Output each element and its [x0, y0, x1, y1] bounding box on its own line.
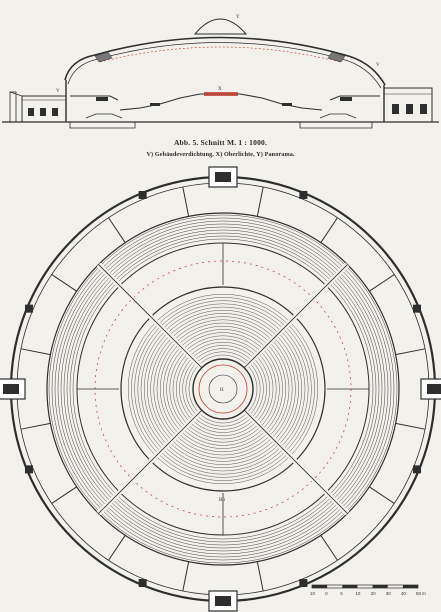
annex-left — [21, 95, 67, 123]
panorama-platform — [204, 92, 238, 96]
perimeter-stair — [413, 304, 422, 313]
arena-seat-row — [185, 351, 261, 427]
room-divider — [51, 274, 77, 292]
perimeter-stair — [24, 465, 33, 474]
arena-seat-row — [156, 322, 290, 456]
perimeter-stair — [299, 190, 308, 199]
arena-seat-row — [188, 354, 258, 424]
figure-caption-title: Abb. 5. Schnitt M. 1 : 1000. — [173, 138, 268, 147]
label-v-right: V — [376, 63, 380, 68]
arena-seat-row — [140, 306, 306, 472]
perimeter-stair — [138, 579, 147, 588]
gallery-seat-row — [69, 235, 377, 543]
aisle-line — [98, 407, 205, 514]
room-ring-boundary — [46, 212, 400, 566]
roof-red-lining — [99, 46, 341, 63]
gallery-seat-row — [48, 214, 398, 564]
label-ring-bottom: Bü — [219, 498, 225, 503]
arena-seat-row — [176, 342, 270, 436]
gallery-right — [329, 95, 380, 101]
aisle-line — [98, 264, 205, 371]
basement-outline — [69, 122, 373, 129]
entrance-stair — [3, 384, 19, 394]
room-divider — [395, 348, 426, 356]
arena-seat-row — [179, 345, 267, 433]
aisle-line — [241, 407, 348, 514]
aisle-line — [241, 264, 348, 371]
annex-right — [383, 87, 433, 123]
gallery-seat-row — [72, 238, 374, 540]
perimeter-stair — [413, 465, 422, 474]
main-roof-inner — [67, 42, 382, 89]
perimeter-stair — [24, 304, 33, 313]
entrance-stair — [215, 172, 231, 182]
room-divider — [256, 186, 264, 217]
arena-seat-row — [169, 335, 277, 443]
perimeter-stair — [299, 579, 308, 588]
floor-plan-drawing: H Bü — [0, 166, 441, 612]
arena-seat-row — [163, 329, 283, 449]
arena-seat-row — [153, 319, 293, 459]
gallery-seat-row — [66, 232, 380, 546]
seating-profile — [119, 93, 323, 111]
arena-seat-row — [143, 309, 303, 469]
building-section-drawing: V V X Y — [2, 15, 439, 129]
gallery-left — [70, 95, 119, 101]
arena-seat-row — [137, 303, 309, 475]
room-divider — [20, 348, 51, 356]
arena-seat-row — [172, 338, 274, 440]
figure-caption-legend: V) Gebäudeverdichtung, X) Oberlichte, Y)… — [146, 151, 295, 158]
gallery-seat-row — [54, 220, 392, 558]
gallery-seat-row — [57, 223, 389, 555]
room-divider — [395, 422, 426, 430]
gallery-seat-row — [63, 229, 383, 549]
perimeter-stair — [138, 190, 147, 199]
center-ring — [192, 358, 254, 420]
room-divider — [20, 422, 51, 430]
arena-seat-row — [166, 332, 280, 446]
room-divider — [320, 535, 338, 561]
center-core — [208, 374, 238, 404]
arena-seat-row — [182, 348, 264, 430]
crown-dome — [193, 18, 248, 35]
room-divider — [108, 217, 126, 243]
room-divider — [51, 486, 77, 504]
room-divider — [108, 535, 126, 561]
gallery-seat-row — [51, 217, 395, 561]
label-x-center: X — [218, 87, 222, 92]
arena-outer-edge — [120, 286, 326, 492]
main-roof-outer — [64, 36, 386, 86]
room-divider — [320, 217, 338, 243]
label-v-left: V — [56, 89, 60, 94]
entrance-stair — [427, 384, 441, 394]
center-ring-red — [198, 364, 248, 414]
arena-seat-row — [147, 313, 299, 465]
arena-seat-row — [131, 297, 315, 481]
skylight-left — [94, 51, 113, 63]
room-divider — [369, 274, 395, 292]
entrance-stair — [215, 596, 231, 606]
arena-seat-row — [150, 316, 296, 462]
arena-seat-row — [127, 293, 319, 485]
room-divider — [369, 486, 395, 504]
skylight-right — [327, 51, 346, 63]
room-divider — [182, 186, 190, 217]
label-y-center: Y — [236, 15, 240, 20]
label-center: H — [220, 388, 224, 393]
arena-seat-row — [134, 300, 312, 478]
room-divider — [182, 561, 190, 592]
room-divider — [256, 561, 264, 592]
gallery-seat-row — [60, 226, 386, 552]
arena-seat-row — [160, 326, 286, 452]
